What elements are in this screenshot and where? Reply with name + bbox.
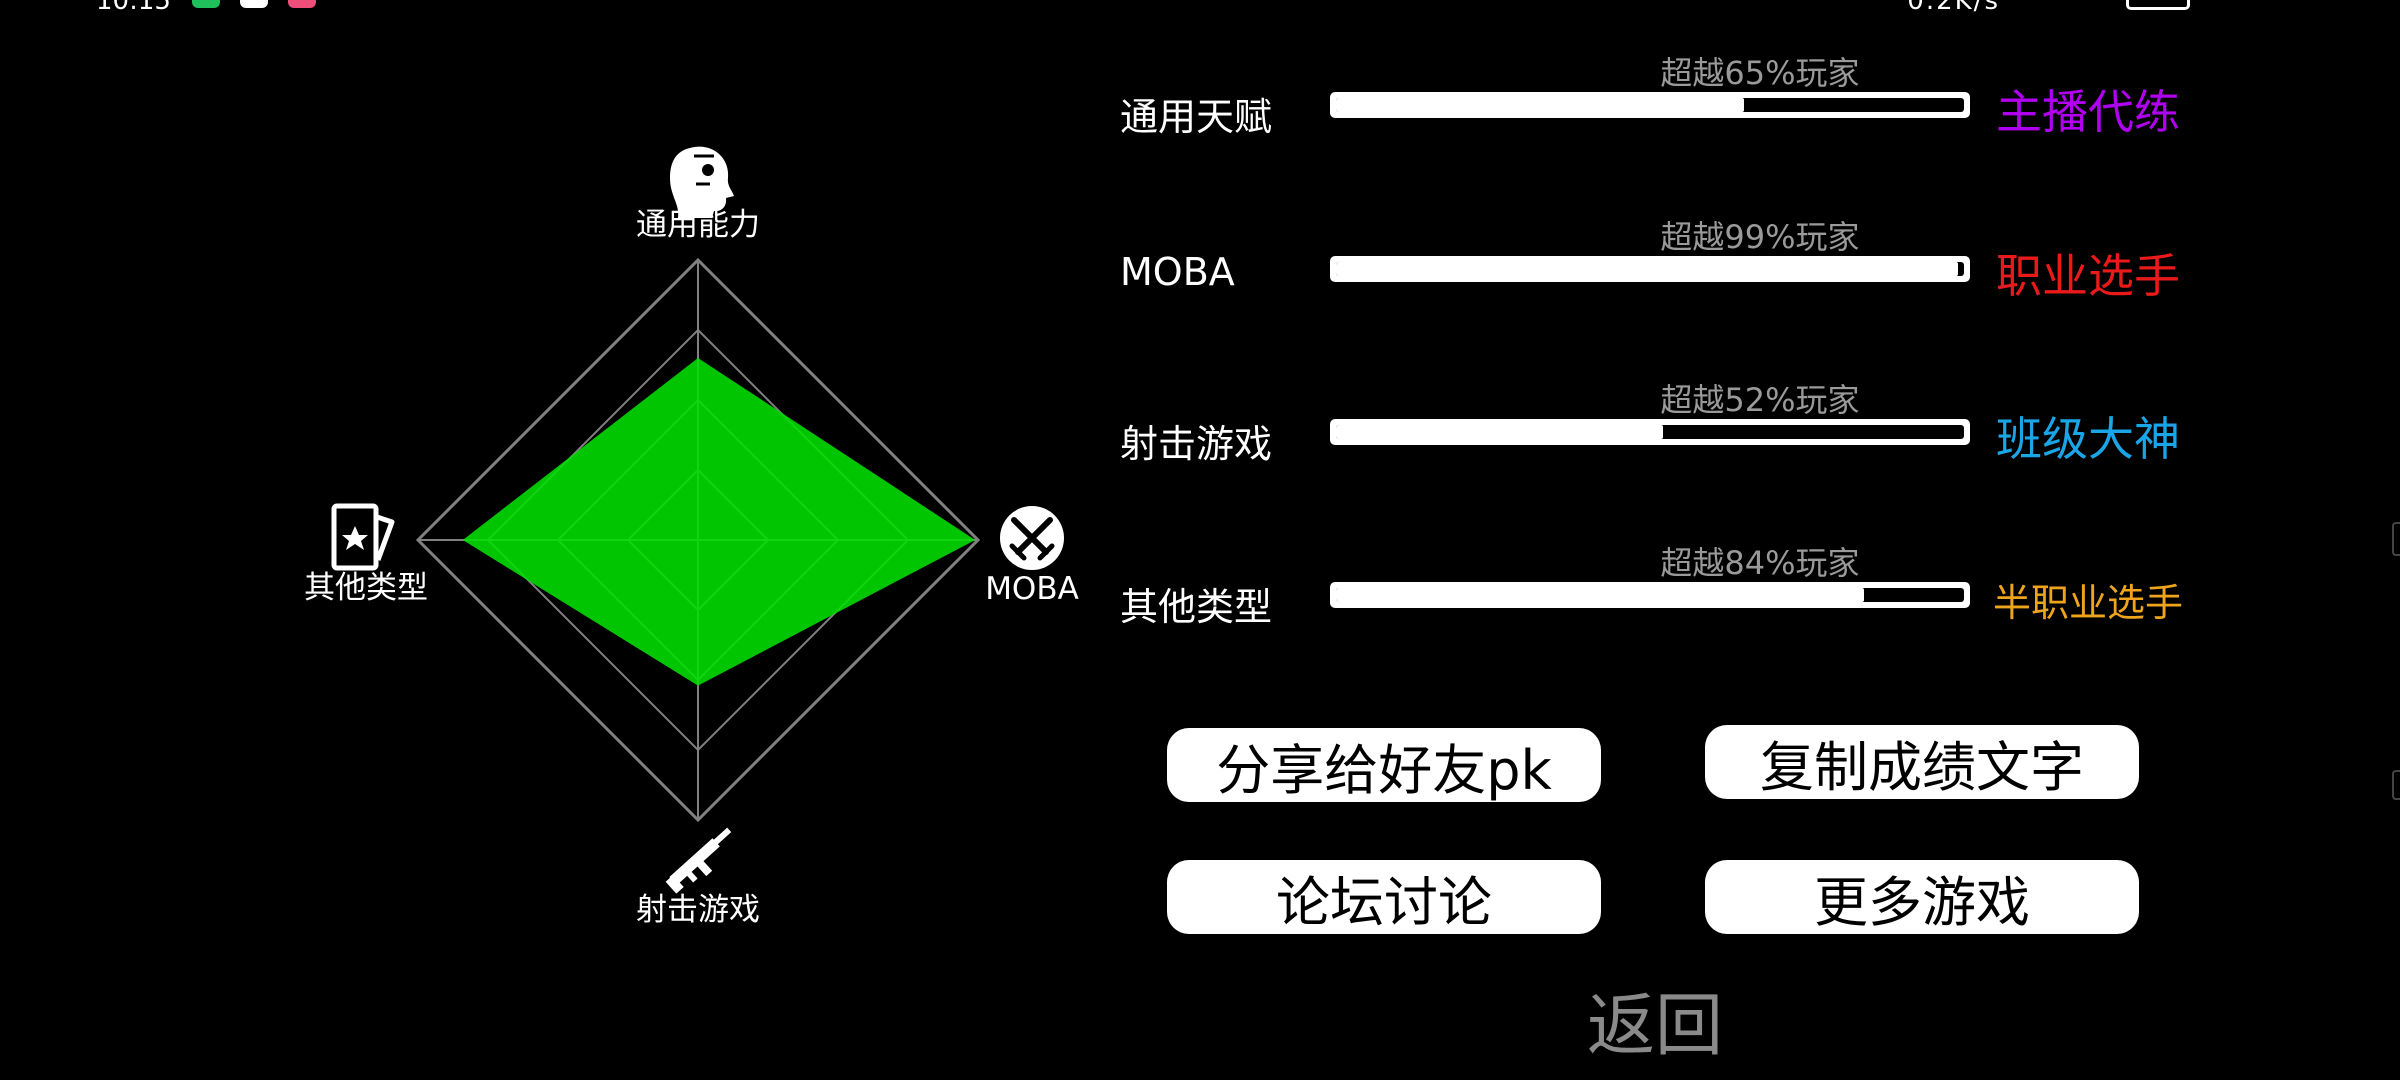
radar-axis-label: 射击游戏 bbox=[636, 892, 760, 928]
back-button[interactable]: 返回 bbox=[1586, 987, 1723, 1066]
rank-label: 主播代练 bbox=[1996, 85, 2180, 139]
stat-label: 射击游戏 bbox=[1120, 422, 1273, 466]
rifle-icon bbox=[665, 827, 732, 894]
progress-bar bbox=[1330, 256, 1970, 282]
radar-labels: 通用能力 MOBA 射击游戏 其他类型 bbox=[304, 207, 1079, 928]
copy-results-button[interactable]: 复制成绩文字 bbox=[1705, 725, 2139, 799]
progress-bar-fill bbox=[1336, 588, 1864, 602]
progress-bar bbox=[1330, 419, 1970, 445]
rank-label: 班级大神 bbox=[1996, 412, 2180, 466]
battery-icon bbox=[2126, 0, 2190, 10]
radar-axis-label: 通用能力 bbox=[636, 207, 760, 243]
progress-bar-fill bbox=[1336, 98, 1745, 112]
progress-bar-fill bbox=[1336, 425, 1663, 439]
stat-row-moba: MOBA 超越99%玩家 职业选手 bbox=[1120, 214, 2200, 304]
stat-label: 其他类型 bbox=[1120, 585, 1273, 629]
stat-percent: 超越65%玩家 bbox=[1660, 54, 1860, 92]
more-games-button[interactable]: 更多游戏 bbox=[1705, 860, 2139, 934]
stat-label: 通用天赋 bbox=[1120, 95, 1273, 139]
edge-handle bbox=[2392, 770, 2400, 800]
radar-area bbox=[462, 358, 976, 686]
forum-button[interactable]: 论坛讨论 bbox=[1167, 860, 1601, 934]
radar-axis-label: MOBA bbox=[985, 571, 1079, 607]
stat-percent: 超越52%玩家 bbox=[1660, 381, 1860, 419]
stat-label: MOBA bbox=[1120, 250, 1235, 294]
stat-row-general: 通用天赋 超越65%玩家 主播代练 bbox=[1120, 50, 2200, 140]
radar-chart: 通用能力 MOBA 射击游戏 其他类型 bbox=[304, 146, 1079, 928]
notification-icon bbox=[192, 0, 220, 8]
rank-label: 半职业选手 bbox=[1992, 581, 2183, 625]
progress-bar-fill bbox=[1336, 262, 1958, 276]
stat-row-shooter: 射击游戏 超越52%玩家 班级大神 bbox=[1120, 377, 2200, 467]
notification-icon bbox=[288, 0, 316, 8]
rank-label: 职业选手 bbox=[1996, 249, 2180, 303]
stat-row-other: 其他类型 超越84%玩家 半职业选手 bbox=[1120, 540, 2200, 630]
star-card-icon bbox=[331, 503, 395, 571]
notification-icon bbox=[240, 0, 268, 8]
share-button[interactable]: 分享给好友pk bbox=[1167, 728, 1601, 802]
stat-percent: 超越99%玩家 bbox=[1660, 218, 1860, 256]
network-speed: 0.2K/s bbox=[1907, 0, 2000, 16]
radar-icons bbox=[331, 146, 1064, 894]
crossed-swords-icon bbox=[1000, 506, 1064, 570]
radar-axis-label: 其他类型 bbox=[304, 570, 428, 606]
head-profile-icon bbox=[670, 146, 734, 218]
progress-bar bbox=[1330, 92, 1970, 118]
status-bar: 10:15 0.2K/s bbox=[0, 0, 2400, 16]
edge-handle bbox=[2392, 522, 2400, 556]
status-time: 10:15 bbox=[96, 0, 171, 16]
stat-percent: 超越84%玩家 bbox=[1660, 544, 1860, 582]
progress-bar bbox=[1330, 582, 1970, 608]
